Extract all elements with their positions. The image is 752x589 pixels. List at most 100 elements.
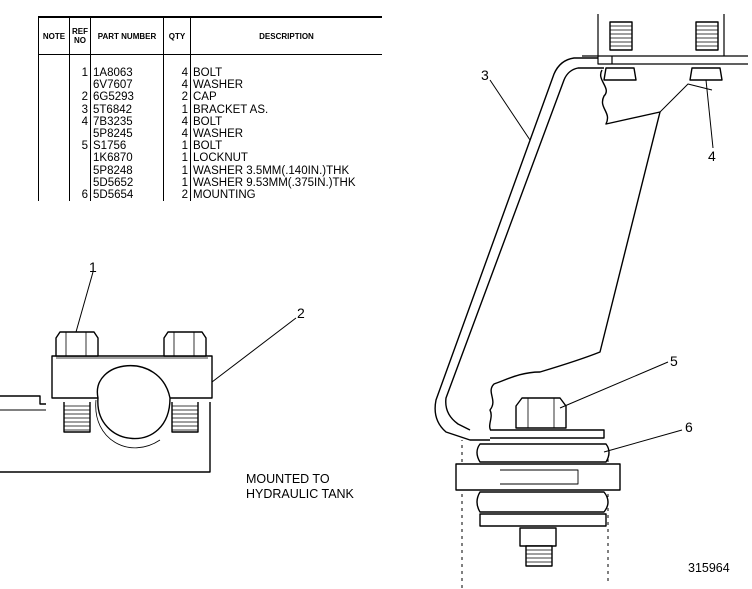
cell-part-number: 7B3235: [90, 115, 164, 129]
cell-qty: 1: [163, 103, 191, 116]
cell-ref-no: 4: [69, 115, 91, 129]
cell-ref-no: [69, 164, 91, 177]
cell-description: CAP: [190, 91, 382, 104]
header-note: NOTE: [38, 16, 70, 55]
header-description: DESCRIPTION: [190, 16, 382, 55]
cell-part-number: 5D5652: [90, 176, 164, 190]
cell-description: WASHER 3.5MM(.140IN.)THK: [190, 164, 382, 177]
figure-number: 315964: [688, 561, 730, 575]
cell-qty: 1: [163, 164, 191, 177]
center-bolt-head: [515, 397, 567, 429]
cell-part-number: 5P8245: [90, 128, 164, 141]
leader-1: [75, 271, 94, 333]
cell-ref-no: 1: [69, 54, 91, 80]
cell-ref-no: 2: [69, 91, 91, 104]
cell-description: WASHER: [190, 79, 382, 92]
cell-note: [38, 91, 70, 104]
mounting: [455, 443, 621, 527]
header-qty: QTY: [163, 16, 191, 55]
top-bolt-right: [689, 21, 723, 81]
cell-part-number: 6G5293: [90, 91, 164, 104]
cell-description: LOCKNUT: [190, 152, 382, 165]
cell-qty: 2: [163, 189, 191, 202]
tank-wall-outline: [0, 395, 211, 473]
clamp-cap: [51, 355, 213, 399]
mounting-note-line-1: MOUNTED TO: [246, 472, 330, 486]
bolt-head-right: [163, 331, 207, 357]
cell-qty: 1: [163, 152, 191, 165]
header-part-number: PART NUMBER: [90, 16, 164, 55]
cell-part-number: 5T6842: [90, 103, 164, 116]
leader-4: [705, 79, 714, 149]
cell-part-number: 1A8063: [90, 54, 164, 80]
bolt-head-left: [55, 331, 99, 357]
cell-ref-no: [69, 128, 91, 141]
cell-ref-no: [69, 152, 91, 165]
cell-ref-no: 3: [69, 103, 91, 116]
cell-part-number: 6V7607: [90, 79, 164, 92]
callout-1: 1: [89, 259, 97, 275]
cell-ref-no: [69, 176, 91, 190]
cell-note: [38, 115, 70, 129]
cell-description: WASHER 9.53MM(.375IN.)THK: [190, 176, 382, 190]
header-ref-no: REF NO: [69, 16, 91, 55]
cell-note: [38, 54, 70, 80]
cell-qty: 1: [163, 176, 191, 190]
cell-description: BRACKET AS.: [190, 103, 382, 116]
mounting-note-line-2: HYDRAULIC TANK: [246, 487, 354, 501]
callout-2: 2: [297, 305, 305, 321]
cell-qty: 4: [163, 115, 191, 129]
parts-table-header: NOTE REF NO PART NUMBER QTY DESCRIPTION: [38, 16, 382, 55]
callout-3: 3: [481, 67, 489, 83]
cell-part-number: 1K6870: [90, 152, 164, 165]
cell-ref-no: 6: [69, 189, 91, 202]
cell-note: [38, 164, 70, 177]
leader-3: [489, 79, 531, 141]
cell-note: [38, 152, 70, 165]
cell-ref-no: [69, 79, 91, 92]
cell-note: [38, 189, 70, 202]
leader-5: [559, 361, 669, 409]
callout-5: 5: [670, 353, 678, 369]
clamp-pipe: [97, 397, 171, 440]
cell-note: [38, 128, 70, 141]
cell-part-number: 5D5654: [90, 189, 164, 202]
cell-note: [38, 103, 70, 116]
frame-rail: [582, 14, 748, 65]
bottom-stud: [519, 527, 557, 567]
top-bolt-left: [603, 21, 637, 81]
leader-6: [603, 429, 683, 453]
cell-qty: 4: [163, 128, 191, 141]
callout-6: 6: [685, 419, 693, 435]
leader-2: [211, 317, 297, 383]
cell-description: BOLT: [190, 115, 382, 129]
cell-qty: 1: [163, 140, 191, 153]
pipe-clamp-assembly: [0, 271, 297, 473]
cell-note: [38, 79, 70, 92]
cell-part-number: S1756: [90, 140, 164, 153]
bracket: [434, 57, 604, 441]
cell-note: [38, 176, 70, 190]
cell-qty: 2: [163, 91, 191, 104]
stud-left: [63, 402, 91, 433]
cell-note: [38, 140, 70, 153]
cell-part-number: 5P8248: [90, 164, 164, 177]
stud-right: [171, 402, 199, 433]
bracket-web: [489, 69, 661, 433]
callout-4: 4: [708, 148, 716, 164]
bracket-assembly: [434, 14, 748, 588]
cell-description: WASHER: [190, 128, 382, 141]
